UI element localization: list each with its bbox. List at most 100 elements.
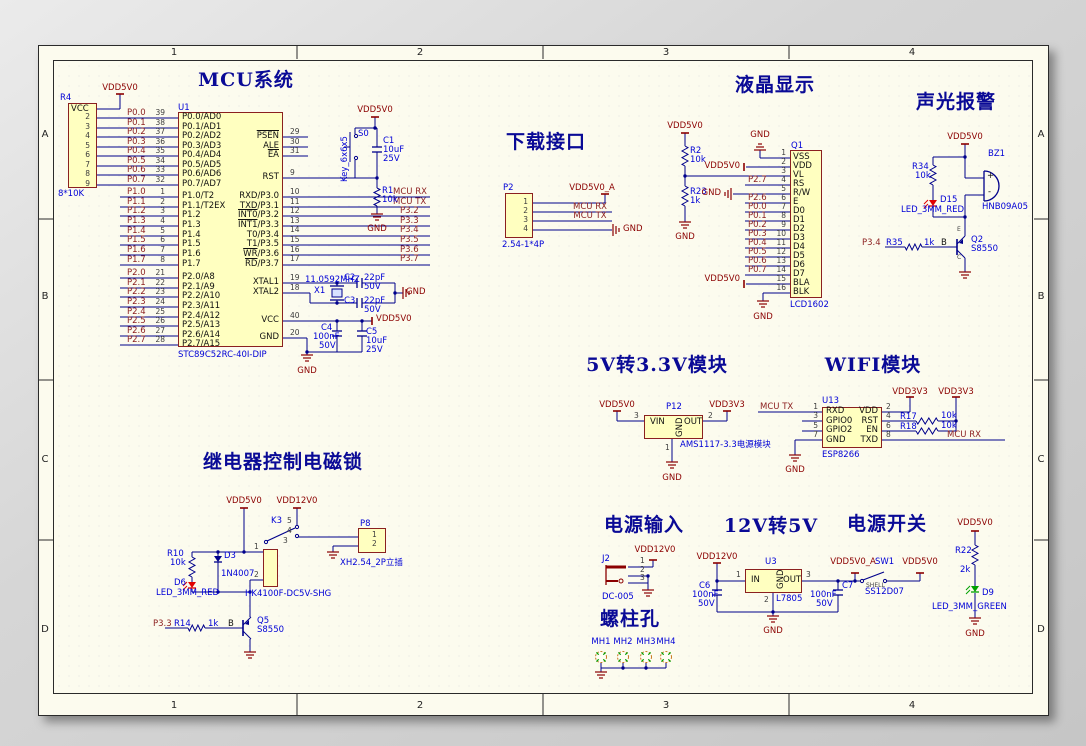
mcu-u1[interactable] (178, 112, 283, 347)
designator-label: C5 (366, 327, 378, 337)
designator-label: MH1 (591, 637, 611, 647)
pin-number: 14 (290, 225, 300, 234)
pin-number: 2 (372, 539, 377, 548)
designator-label: U13 (822, 396, 840, 406)
pin-name: P0.2/AD2 (182, 131, 222, 141)
net-label: P2.2 (127, 287, 146, 297)
power-label: VDD5V0 (902, 557, 938, 567)
pin-name: T0/P3.4 (246, 230, 279, 240)
pin-number: 24 (155, 297, 165, 306)
resistor-network-r4[interactable] (68, 103, 97, 188)
designator-label: R22 (955, 546, 972, 556)
designator-label: S8550 (257, 625, 285, 635)
pin-name: D3 (793, 233, 805, 243)
designator-label: C3 (344, 296, 356, 306)
designator-label: 2k (960, 565, 971, 575)
pin-name: P2.4/A12 (182, 311, 221, 321)
pin-name: TXD (860, 435, 878, 445)
pin-name: VIN (650, 417, 665, 427)
net-label: MCU TX (393, 197, 427, 207)
power-label: VDD5V0 (667, 121, 703, 131)
designator-label: 50V (364, 305, 381, 315)
zone-label: 1 (170, 47, 178, 58)
pin-number: 22 (155, 278, 165, 287)
section-title-wifi: WIFI模块 (824, 354, 922, 376)
pin-number: 16 (776, 283, 786, 292)
pin-number: 10 (290, 187, 300, 196)
power-label: VDD5V0 (102, 83, 138, 93)
zone-label: D (41, 624, 49, 635)
designator-label: 11.0592MHZ (305, 275, 360, 285)
pin-number: 16 (290, 245, 300, 254)
pin-number: 28 (155, 335, 165, 344)
pin-number: 1 (523, 197, 528, 206)
net-label: P1.7 (127, 255, 146, 265)
net-label: P1.6 (127, 245, 146, 255)
power-label: VDD5V0 (357, 105, 393, 115)
pin-number: 5 (287, 516, 292, 525)
pin-number: 3 (640, 573, 645, 582)
pin-number: 12 (290, 206, 300, 215)
designator-label: DC-005 (602, 592, 634, 602)
designator-label: 100nF (692, 590, 719, 600)
designator-label: 10k (941, 421, 957, 431)
net-label: P0.7 (127, 175, 146, 185)
pin-number: 7 (813, 430, 818, 439)
designator-label: R10 (167, 549, 184, 559)
power-label: VDD5V0 (226, 496, 262, 506)
designator-label: C2 (344, 273, 356, 283)
pin-number: 37 (155, 127, 165, 136)
header-p2[interactable] (505, 193, 533, 238)
net-label: P0.7 (748, 265, 767, 275)
designator-label: C6 (699, 581, 711, 591)
net-label: P0.0 (748, 202, 767, 212)
pin-name: P0.7/AD7 (182, 179, 222, 189)
net-label: P2.3 (127, 297, 146, 307)
pin-name: D4 (793, 242, 805, 252)
regulator-p12[interactable] (644, 415, 703, 439)
net-label: P2.5 (127, 316, 146, 326)
pin-name: OUT (783, 575, 802, 585)
connector-p8[interactable] (358, 528, 386, 553)
pin-name: RST (262, 172, 280, 182)
relay-coil-k3[interactable] (263, 549, 278, 587)
wifi-u13[interactable] (822, 407, 882, 448)
lcd-q1[interactable] (790, 150, 822, 298)
net-label: P0.3 (748, 229, 767, 239)
designator-label: R18 (900, 422, 917, 432)
designator-label: R1 (382, 186, 394, 196)
power-label: VDD5V0 (704, 274, 740, 284)
pin-number: 4 (85, 131, 90, 140)
power-label: VDD3V3 (938, 387, 974, 397)
pin-name: D1 (793, 215, 805, 225)
net-label: P0.5 (127, 156, 146, 166)
net-label: P2.7 (127, 335, 146, 345)
power-label: VDD5V0_A (830, 557, 876, 567)
pin-number: 10 (776, 229, 786, 238)
pin-name: EA (267, 150, 279, 160)
designator-label: SW1 (875, 557, 895, 567)
designator-label: LED_3MM_RED (156, 588, 220, 598)
net-label: P0.1 (127, 118, 146, 128)
pin-name: ALE (263, 141, 279, 151)
ground-label: GND (750, 130, 770, 140)
designator-label: R2 (690, 146, 702, 156)
net-label: P0.6 (748, 256, 767, 266)
regulator-u3[interactable] (745, 569, 802, 593)
pin-number: 4 (781, 175, 786, 184)
pin-number: 13 (290, 216, 300, 225)
pin-name: XTAL2 (252, 287, 279, 297)
pin-number: 6 (781, 193, 786, 202)
ground-label: GND (406, 287, 426, 297)
zone-label: A (41, 129, 49, 140)
designator-label: 10uF (383, 145, 405, 155)
designator-label: Q5 (257, 616, 270, 626)
pin-number: 4 (523, 224, 528, 233)
pin-number: 33 (155, 165, 165, 174)
designator-label: C7 (842, 581, 854, 591)
pin-name: P0.4/AD4 (182, 150, 222, 160)
pin-name: D5 (793, 251, 805, 261)
pin-name: VDD (859, 406, 878, 416)
pin-number: 23 (155, 287, 165, 296)
pin-name: TXD/P3.1 (239, 201, 279, 211)
